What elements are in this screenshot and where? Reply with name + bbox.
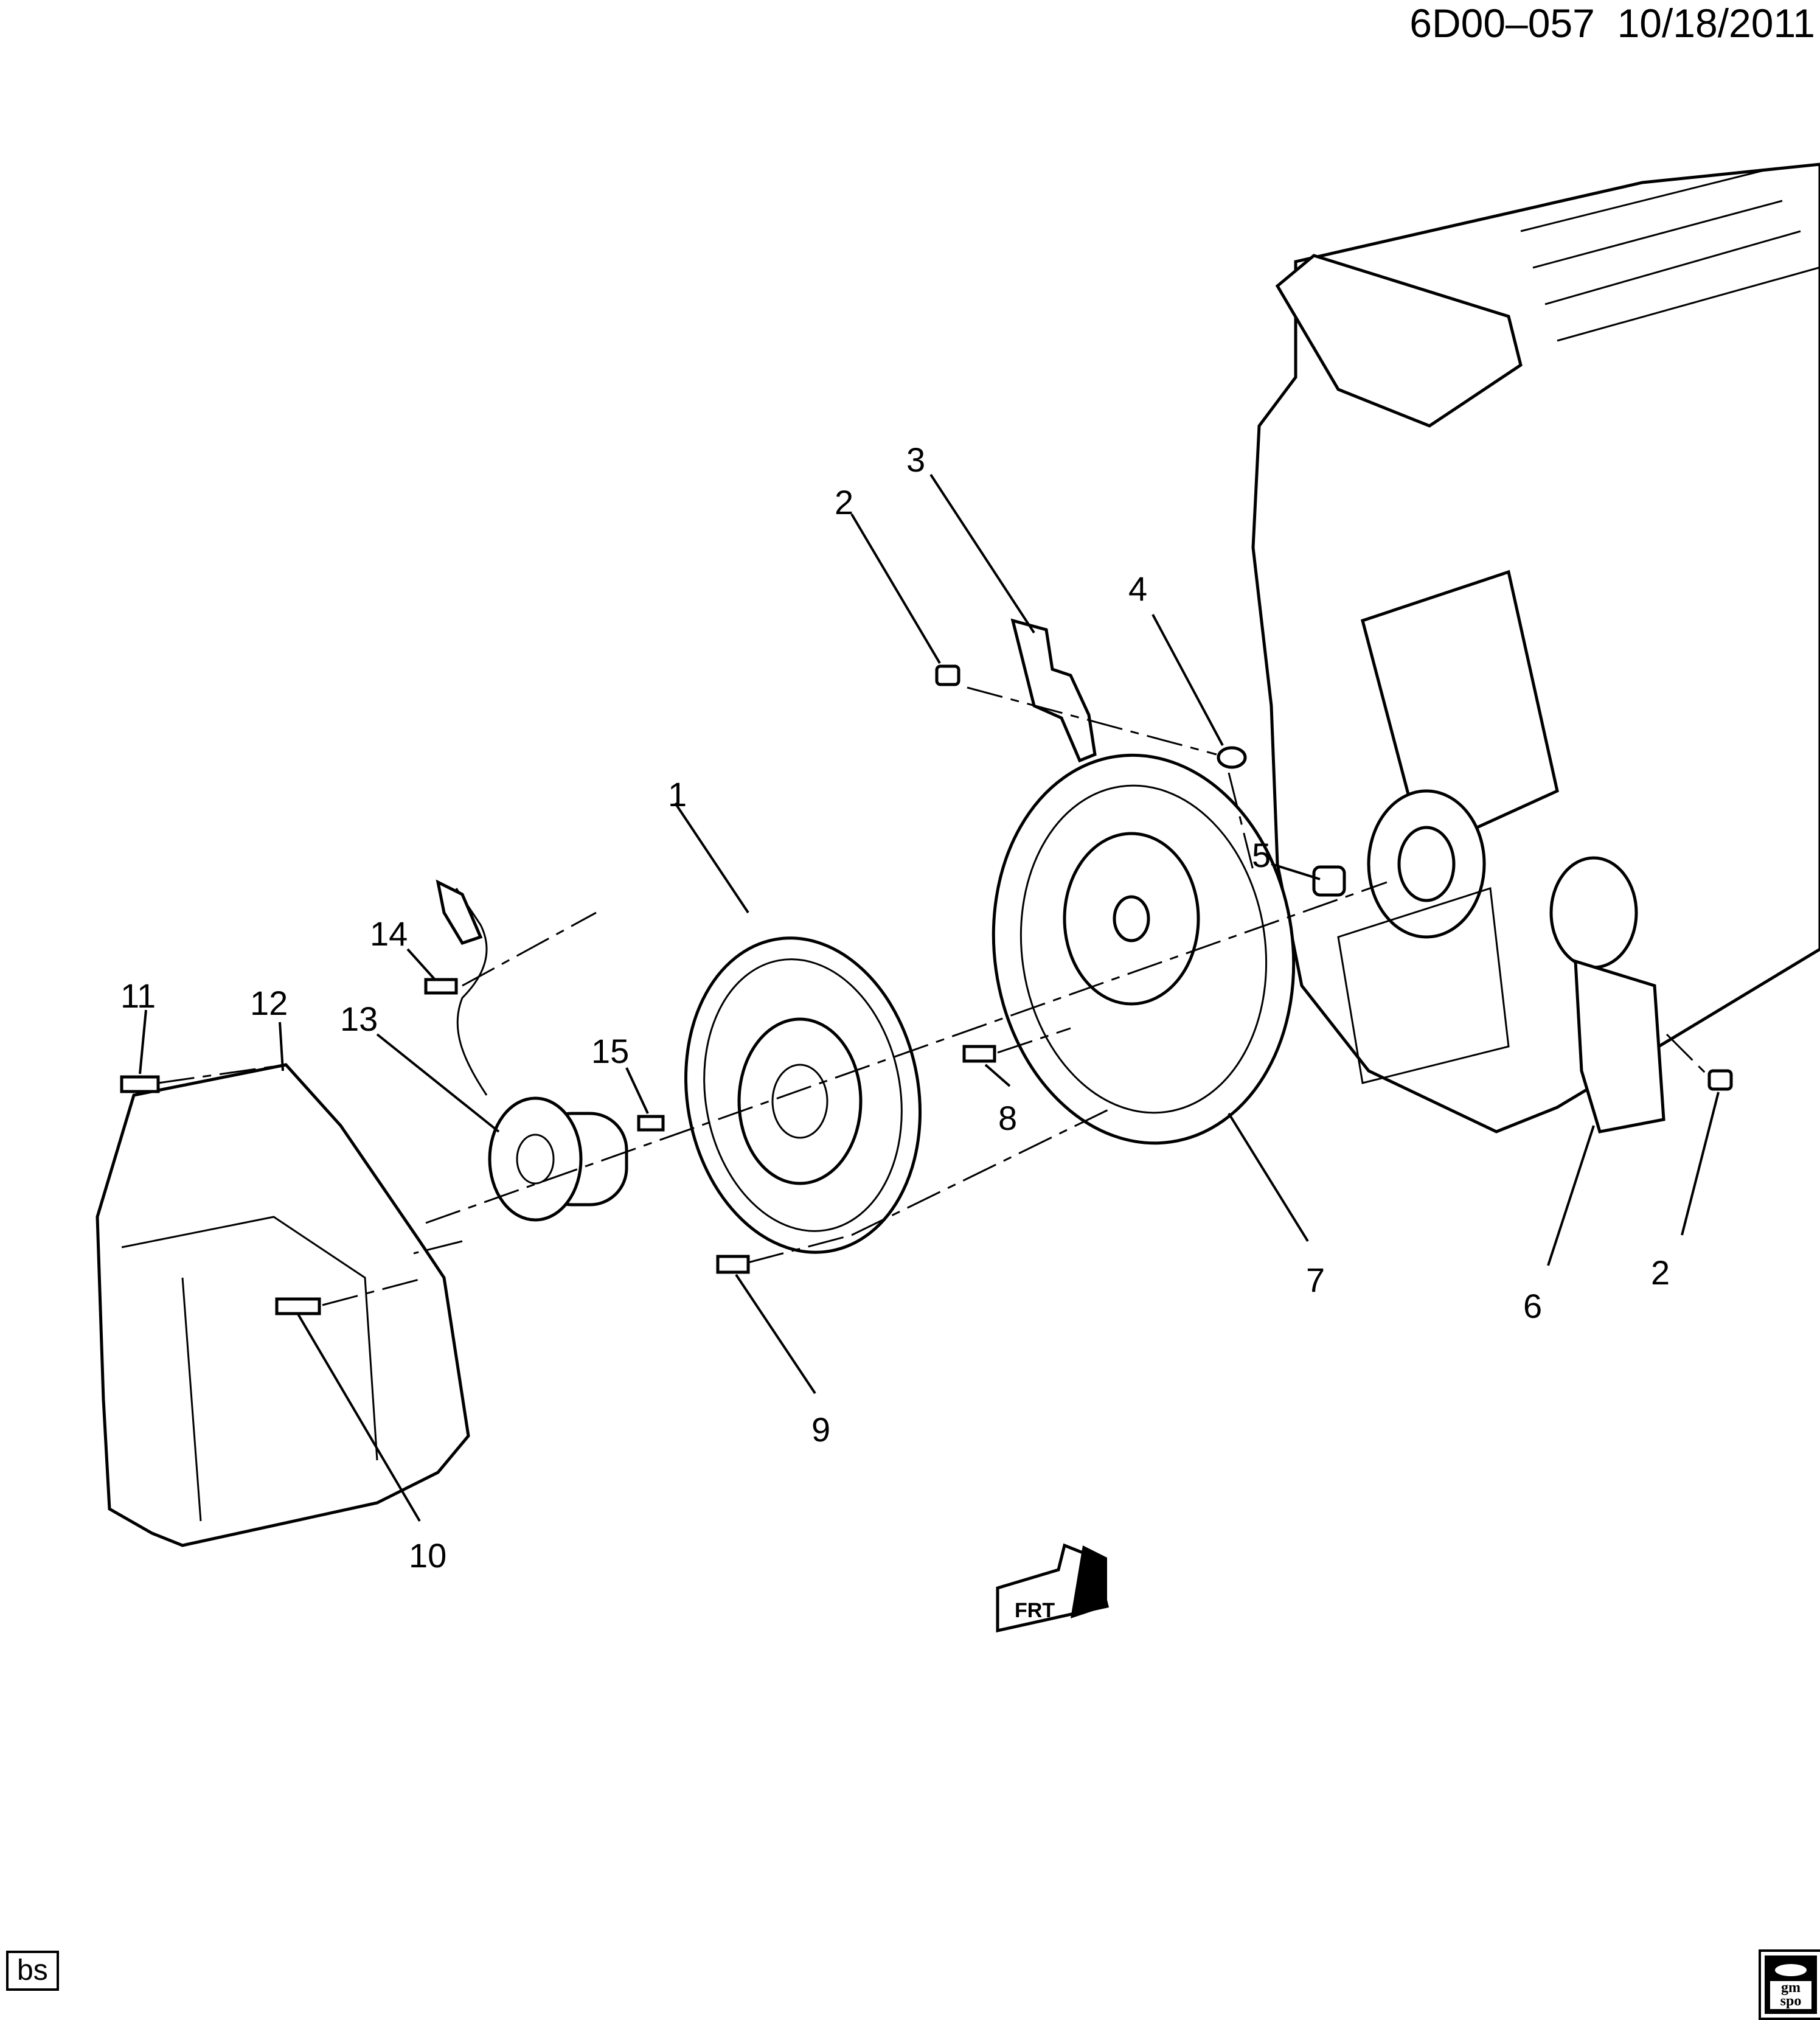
part-6-shield — [1574, 959, 1665, 1134]
diagram-header: 6D00–057 10/18/2011 — [1409, 0, 1815, 46]
callout-10: 10 — [409, 1536, 446, 1575]
callout-11: 11 — [120, 977, 156, 1015]
callout-12: 12 — [250, 984, 288, 1022]
callout-7: 7 — [1306, 1261, 1325, 1299]
callout-8: 8 — [998, 1099, 1017, 1137]
fasteners — [120, 664, 1733, 1315]
callout-1: 1 — [668, 775, 687, 813]
part-2-bolt — [935, 664, 960, 686]
leader-lines — [139, 473, 1720, 1522]
callout-4: 4 — [1128, 569, 1147, 608]
diagram-id: 6D00–057 — [1409, 1, 1595, 46]
callout-2-top: 2 — [835, 483, 853, 521]
part-14-bolt — [424, 978, 458, 995]
callout-13: 13 — [340, 1000, 378, 1038]
callout-6: 6 — [1523, 1287, 1542, 1325]
part-5-pilot-bearing — [1312, 865, 1346, 897]
part-13-clutch-release-bearing — [436, 879, 628, 1222]
logo-oval — [1775, 1964, 1807, 1976]
part-15-bleeder — [637, 1115, 665, 1132]
callout-3: 3 — [906, 441, 925, 479]
engine-block — [1251, 162, 1820, 1134]
part-2-bolt-right — [1707, 1069, 1733, 1091]
part-8-bolt — [962, 1045, 996, 1063]
part-7-flywheel — [992, 753, 1296, 1145]
part-10-stud — [275, 1297, 321, 1315]
part-9-bolt — [716, 1255, 750, 1274]
illustrator-initials: bs — [6, 1951, 59, 1991]
front-label: FRT — [1015, 1599, 1055, 1622]
diagram-date: 10/18/2011 — [1617, 1, 1815, 46]
callout-14: 14 — [370, 914, 408, 953]
front-direction-indicator: FRT — [996, 1543, 1110, 1633]
assembly-centerlines — [158, 686, 1711, 1306]
callout-5: 5 — [1252, 836, 1271, 874]
part-4-dowel — [1217, 746, 1247, 769]
part-3-bracket — [1010, 618, 1097, 763]
part-1-clutch-pressure-plate — [684, 936, 922, 1254]
callout-15: 15 — [591, 1032, 629, 1070]
callout-labels: 1 2 3 4 5 6 7 8 9 10 11 12 13 14 15 2 — [120, 441, 1670, 1575]
callout-9: 9 — [811, 1410, 830, 1449]
callout-2-right: 2 — [1651, 1253, 1670, 1292]
part-11-bolt — [120, 1075, 160, 1093]
